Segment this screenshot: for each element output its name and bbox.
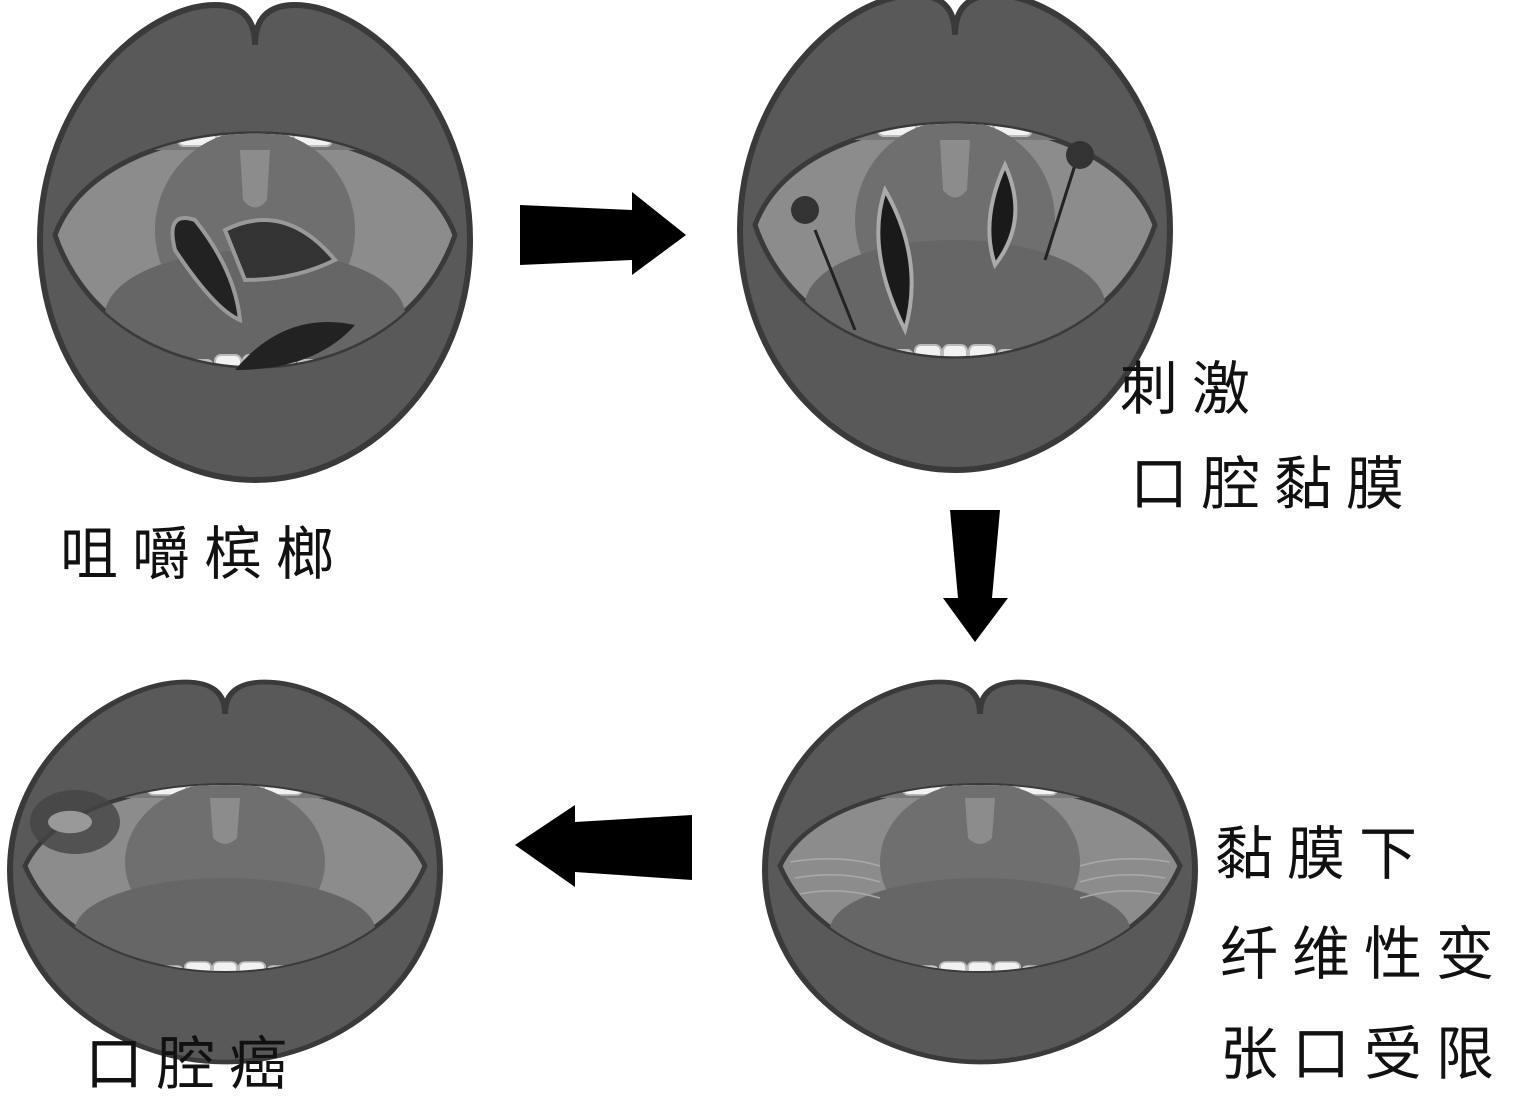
label-fibrosis: 纤维性变 — [1220, 920, 1509, 988]
label-chewing-betel-nut: 咀嚼槟榔 — [60, 520, 349, 588]
label-oral-cancer: 口腔癌 — [85, 1030, 302, 1098]
label-oral-mucosa: 口腔黏膜 — [1130, 450, 1419, 518]
mouth-chewing-betel-nut — [40, 5, 470, 480]
cancer-lesion-icon — [30, 790, 120, 854]
mouth-oral-cancer — [10, 682, 440, 1062]
fibrosis-lines — [789, 858, 1171, 899]
label-submucosa: 黏膜下 — [1215, 820, 1432, 888]
label-limited-mouth-opening: 张口受限 — [1220, 1020, 1509, 1088]
betel-nut-pieces-icon — [170, 216, 355, 370]
mouth-submucous-fibrosis — [765, 682, 1195, 1062]
arrow-down-icon — [943, 510, 1008, 642]
betel-nut-characters-icon — [791, 141, 1094, 336]
mouth-irritated-mucosa — [740, 0, 1170, 470]
arrow-right-icon — [520, 192, 686, 275]
label-irritate: 刺激 — [1120, 355, 1265, 423]
arrow-left-icon — [515, 805, 692, 887]
